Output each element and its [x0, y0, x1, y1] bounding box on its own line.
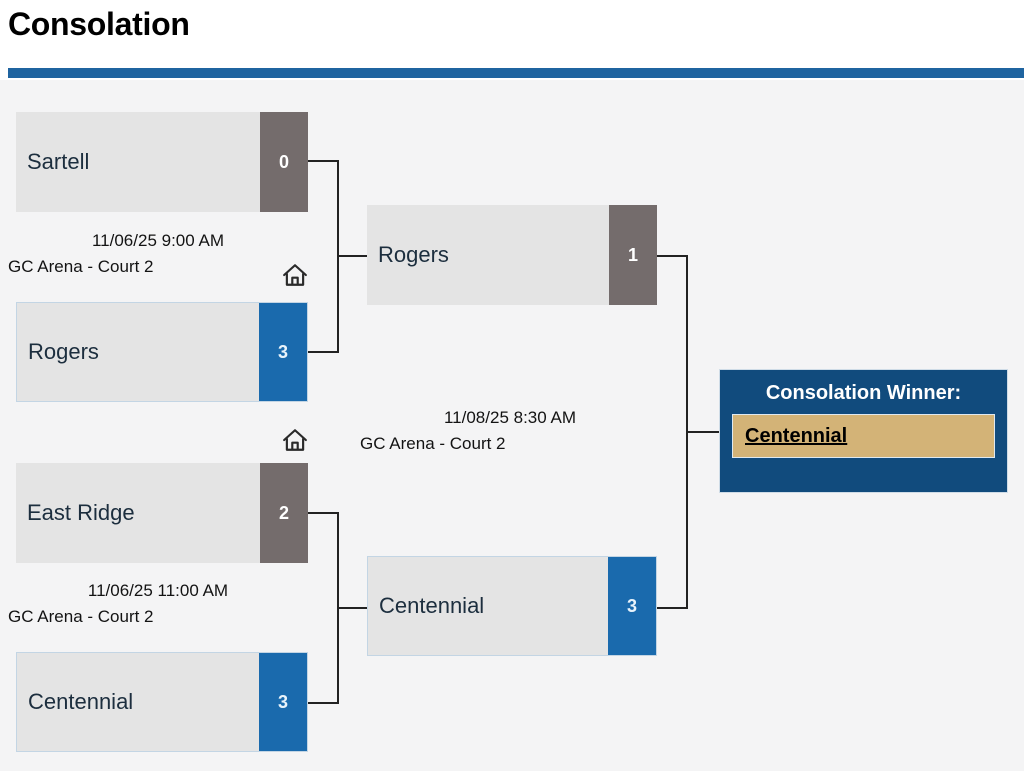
match-datetime: 11/06/25 11:00 AM [87, 581, 229, 600]
consolation-winner-panel: Consolation Winner: Centennial [719, 369, 1008, 493]
connector-line [686, 431, 720, 433]
team-score: 0 [260, 112, 308, 212]
connector-line [337, 255, 368, 257]
bracket-slot[interactable]: Rogers 3 [16, 302, 308, 402]
connector-line [308, 512, 339, 514]
match-venue: GC Arena - Court 2 [360, 434, 506, 453]
team-score: 1 [609, 205, 657, 305]
match-datetime: 11/08/25 8:30 AM [443, 408, 576, 427]
team-score: 3 [259, 653, 307, 751]
match-meta: 11/06/25 9:00 AM GC Arena - Court 2 [8, 228, 308, 280]
match-meta: 11/08/25 8:30 AM GC Arena - Court 2 [360, 405, 660, 457]
connector-line [308, 351, 339, 353]
bracket-slot[interactable]: Sartell 0 [16, 112, 308, 212]
match-datetime: 11/06/25 9:00 AM [91, 231, 224, 250]
bracket-slot[interactable]: Rogers 1 [367, 205, 657, 305]
page-title: Consolation [8, 6, 190, 42]
team-name: Centennial [379, 593, 485, 618]
team-name: East Ridge [27, 500, 135, 525]
team-score: 2 [260, 463, 308, 563]
team-score: 3 [259, 303, 307, 401]
team-score: 3 [608, 557, 656, 655]
bracket-slot[interactable]: Centennial 3 [16, 652, 308, 752]
title-divider-rule [8, 68, 1024, 78]
home-icon [282, 263, 308, 287]
team-name: Centennial [28, 689, 134, 714]
consolation-winner-name-box[interactable]: Centennial [732, 414, 995, 458]
connector-line [657, 607, 688, 609]
team-name: Sartell [27, 149, 90, 174]
consolation-winner-team-link[interactable]: Centennial [745, 424, 848, 447]
home-icon [282, 428, 308, 452]
match-venue: GC Arena - Court 2 [8, 607, 154, 626]
connector-line [337, 607, 368, 609]
match-venue: GC Arena - Court 2 [8, 257, 154, 276]
team-name: Rogers [378, 242, 449, 267]
connector-line [657, 255, 688, 257]
bracket-slot[interactable]: East Ridge 2 [16, 463, 308, 563]
connector-line [308, 160, 339, 162]
consolation-winner-heading: Consolation Winner: [765, 382, 962, 404]
match-meta: 11/06/25 11:00 AM GC Arena - Court 2 [8, 578, 308, 630]
team-name: Rogers [28, 339, 99, 364]
bracket-slot[interactable]: Centennial 3 [367, 556, 657, 656]
connector-line [308, 702, 339, 704]
bracket-canvas: Sartell 0 11/06/25 9:00 AM GC Arena - Co… [0, 80, 1024, 771]
